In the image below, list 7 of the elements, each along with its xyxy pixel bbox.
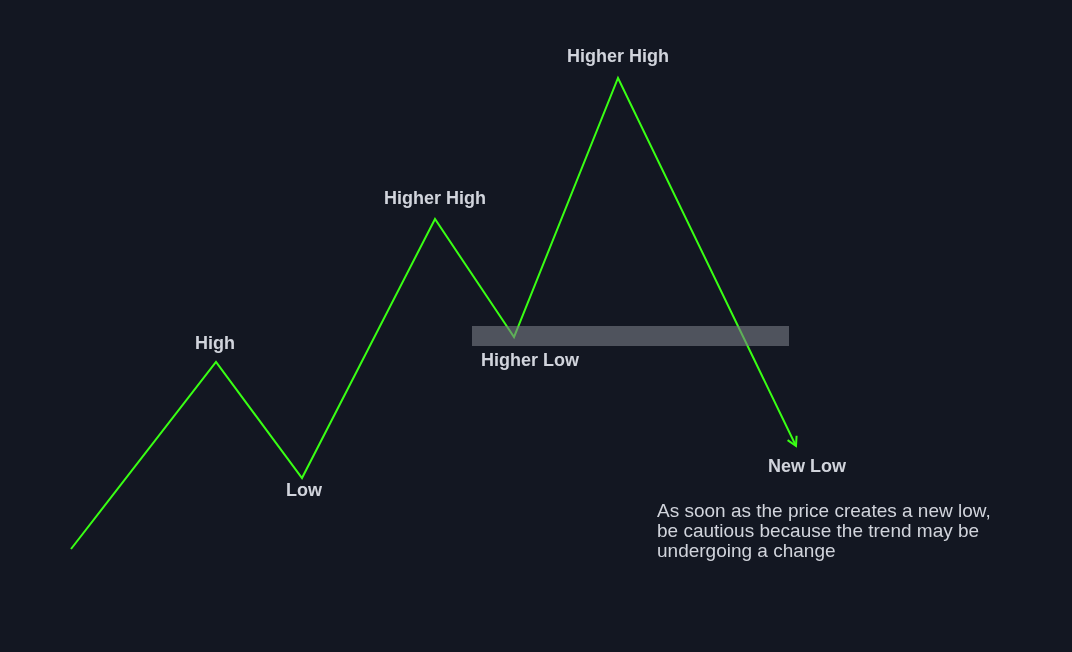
swing-label: Higher Low: [481, 350, 579, 370]
note-text: As soon as the price creates a new low, be cautious because the trend may be undergoing a change: [657, 501, 992, 561]
swing-label: Low: [286, 480, 322, 500]
swing-label: Higher High: [567, 46, 669, 66]
swing-label: High: [195, 333, 235, 353]
swing-label: Higher High: [384, 188, 486, 208]
swing-label: New Low: [768, 456, 846, 476]
